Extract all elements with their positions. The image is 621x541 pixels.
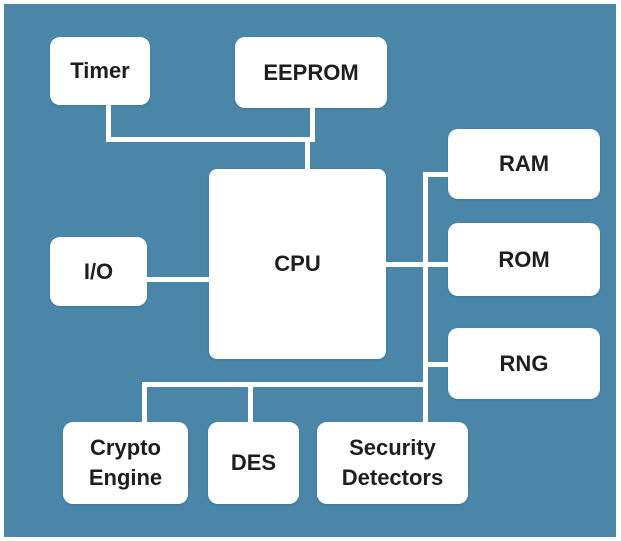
io-cpu-link-wire xyxy=(146,277,214,282)
ram-block: RAM xyxy=(448,129,600,199)
security-detectors-label-line1: Security xyxy=(349,435,436,460)
timer-link-wire xyxy=(106,104,111,142)
rom-label: ROM xyxy=(498,246,550,272)
architecture-diagram: Timer EEPROM CPU I/O RAM ROM RNG Crypto … xyxy=(4,4,616,537)
eeprom-block: EEPROM xyxy=(235,37,387,108)
rng-label: RNG xyxy=(499,350,549,376)
io-block: I/O xyxy=(50,237,147,306)
top-bus-wire xyxy=(106,137,315,142)
bottom-bus-wire xyxy=(142,382,428,387)
memory-bus-wire xyxy=(423,172,428,426)
des-block: DES xyxy=(208,422,299,504)
eeprom-label: EEPROM xyxy=(263,59,359,85)
rng-block: RNG xyxy=(448,328,600,399)
cpu-bus-link-wire xyxy=(386,262,452,267)
cpu-label: CPU xyxy=(274,251,321,276)
crypto-engine-label-line2: Engine xyxy=(88,465,163,490)
timer-block: Timer xyxy=(50,37,150,105)
io-label: I/O xyxy=(83,258,114,284)
ram-link-wire xyxy=(423,172,452,177)
rng-link-wire xyxy=(423,362,452,367)
ram-label: RAM xyxy=(498,151,550,176)
crypto-engine-label-line1: Crypto xyxy=(90,435,161,460)
crypto-engine-block: Crypto Engine xyxy=(63,422,188,504)
crypto-engine-label: Crypto Engine xyxy=(89,433,162,493)
security-detectors-label: Security Detectors xyxy=(342,433,443,493)
cpu-top-link-wire xyxy=(305,137,310,173)
timer-label: Timer xyxy=(70,58,130,83)
cpu-block: CPU xyxy=(209,169,386,359)
crypto-link-wire xyxy=(142,382,147,426)
rom-block: ROM xyxy=(448,223,600,296)
eeprom-link-wire xyxy=(310,104,315,142)
des-label: DES xyxy=(230,450,277,475)
security-detectors-block: Security Detectors xyxy=(317,422,468,504)
security-detectors-label-line2: Detectors xyxy=(341,465,444,490)
des-link-wire xyxy=(248,382,253,426)
